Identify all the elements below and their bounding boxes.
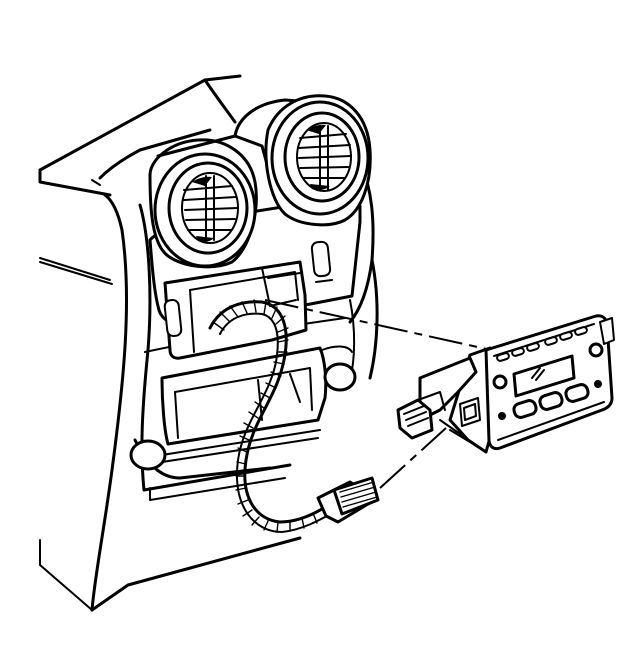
harness-connector xyxy=(316,476,380,524)
radio-unit xyxy=(396,314,615,454)
left-air-outlet xyxy=(148,134,270,269)
wiring-harness xyxy=(208,299,335,533)
right-air-outlet xyxy=(233,94,372,227)
alignment-lines xyxy=(264,299,501,489)
